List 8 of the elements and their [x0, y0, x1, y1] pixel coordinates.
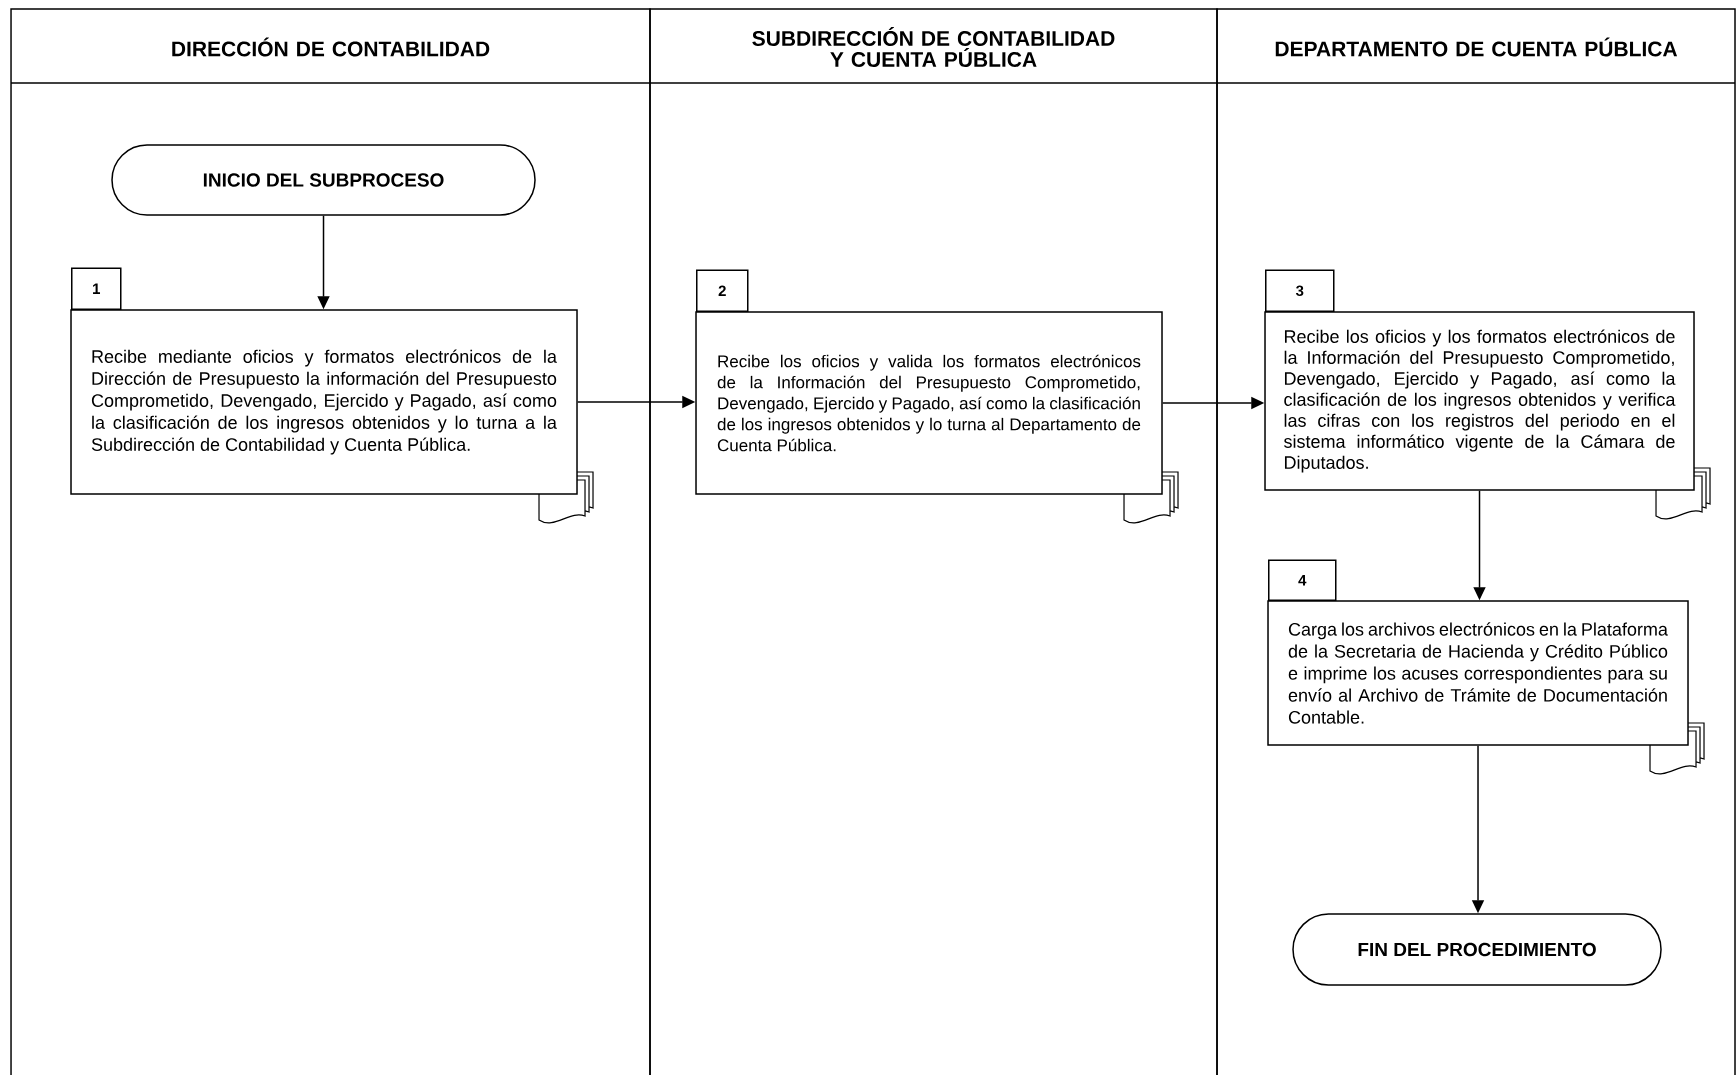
- node-label: 1: [93, 283, 101, 294]
- node-label: 3: [1295, 285, 1304, 297]
- process-box: Recibe mediante oficios y formatos electrónicos de la Dirección de Presupuesto la información del Presupuesto Comprometido, Devengado, Ejercido y Pagado, así como la clasificación de los ingresos obtenidos y lo turna a la Subdirección de Contabilidad y Cuenta Pública. 1: [70, 267, 578, 495]
- process-box: Recibe los oficios y valida los formatos electrónicos de la Información del Presupuesto Comprometido, Devengado, Ejercido y Pagado, así como la clasificación de los ingresos obtenidos y lo turna al Departamento de Cuenta Pública. 2: [695, 269, 1163, 495]
- node-label: 4: [1298, 575, 1307, 586]
- process-box: Recibe los oficios y los formatos electrónicos de la Información del Presupuesto Comprometido, Devengado, Ejercido y Pagado, así como la clasificación de los ingresos obtenidos y verifica las cifras con los registros del periodo en el sistema informático vigente de la Cámara de Diputados. 3: [1264, 269, 1695, 491]
- node-label: 2: [718, 285, 726, 296]
- process-box: Carga los archivos electrónicos en la Plataforma de la Secretaria de Hacienda y Crédito Público e imprime los acuses correspondientes para su envío al Archivo de Trámite de Documentación Contable. 4: [1267, 559, 1689, 746]
